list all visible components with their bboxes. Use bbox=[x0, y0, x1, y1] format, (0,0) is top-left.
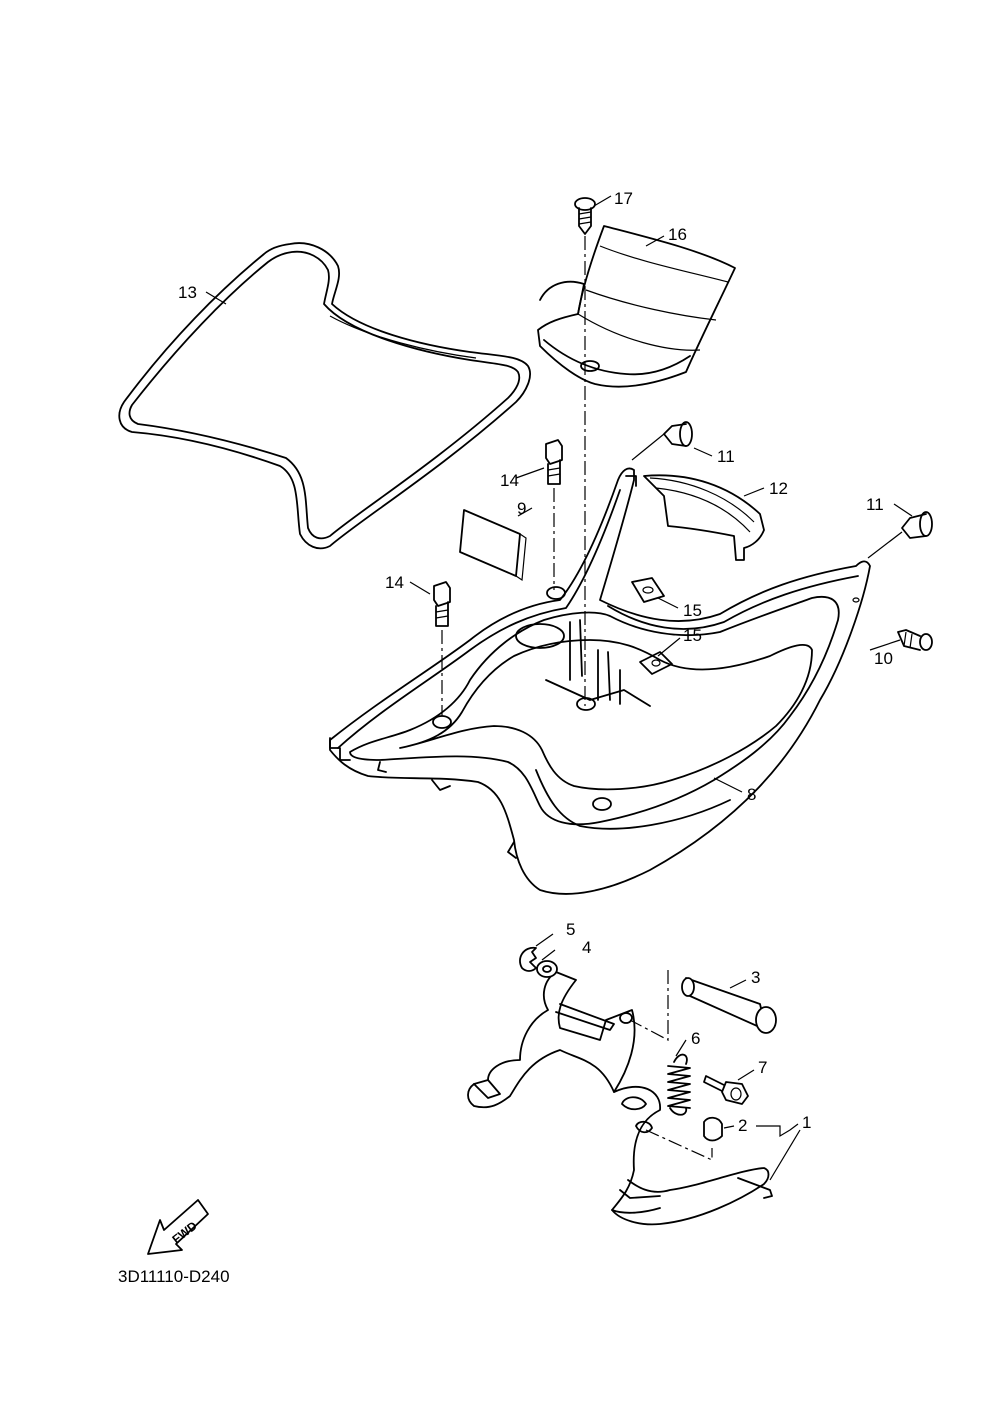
assembly-line-2 bbox=[645, 1129, 713, 1161]
washer-part-4 bbox=[536, 960, 558, 978]
callout-4: 4 bbox=[582, 938, 591, 957]
leader-lines bbox=[205, 195, 913, 1181]
callout-11-upper: 11 bbox=[717, 447, 735, 466]
callout-12: 12 bbox=[769, 479, 788, 498]
spring-part-6 bbox=[667, 1053, 691, 1116]
cover-part-16 bbox=[537, 225, 736, 388]
clip-part-11-upper bbox=[631, 421, 693, 461]
bracket-part-12 bbox=[643, 474, 765, 561]
floor-mat-part bbox=[118, 242, 531, 550]
callout-14-upper: 14 bbox=[500, 471, 519, 490]
callout-6: 6 bbox=[691, 1029, 700, 1048]
screw-part-10 bbox=[897, 629, 933, 651]
nut-part-15-upper bbox=[631, 577, 665, 603]
callout-14-lower: 14 bbox=[385, 573, 404, 592]
pivot-shaft-part-3 bbox=[681, 977, 777, 1034]
callout-1: 1 bbox=[802, 1113, 811, 1132]
pad-part-9 bbox=[459, 509, 527, 582]
clip-part-11-right bbox=[867, 511, 933, 559]
callout-10: 10 bbox=[874, 649, 893, 668]
bolt-part-7 bbox=[703, 1075, 749, 1105]
callout-13: 13 bbox=[178, 283, 197, 302]
bolt-part-14-upper bbox=[545, 439, 563, 485]
callout-9: 9 bbox=[517, 499, 526, 518]
callout-17: 17 bbox=[614, 189, 633, 208]
callout-8: 8 bbox=[747, 785, 756, 804]
callout-15-upper: 15 bbox=[683, 601, 702, 620]
diagram-code: 3D11110-D240 bbox=[118, 1267, 230, 1286]
forward-arrow-icon: FWD bbox=[147, 1199, 209, 1255]
callout-15-lower: 15 bbox=[683, 626, 702, 645]
callout-7: 7 bbox=[758, 1058, 767, 1077]
assembly-line-3 bbox=[629, 970, 669, 1041]
bolt-part-14-lower bbox=[433, 581, 451, 627]
rubber-stop-part-2 bbox=[703, 1116, 723, 1142]
callout-11-right: 11 bbox=[866, 495, 884, 514]
callout-3: 3 bbox=[751, 968, 760, 987]
footboard-part-8 bbox=[329, 467, 871, 895]
callout-16: 16 bbox=[668, 225, 687, 244]
callout-5: 5 bbox=[566, 920, 575, 939]
centre-stand-part-1 bbox=[467, 971, 773, 1226]
callout-2: 2 bbox=[738, 1116, 747, 1135]
callout-labels: 17 16 13 11 12 11 9 14 14 15 15 10 8 5 4… bbox=[178, 189, 893, 1135]
e-clip-part-5 bbox=[519, 946, 537, 972]
screw-part-17 bbox=[574, 197, 596, 235]
